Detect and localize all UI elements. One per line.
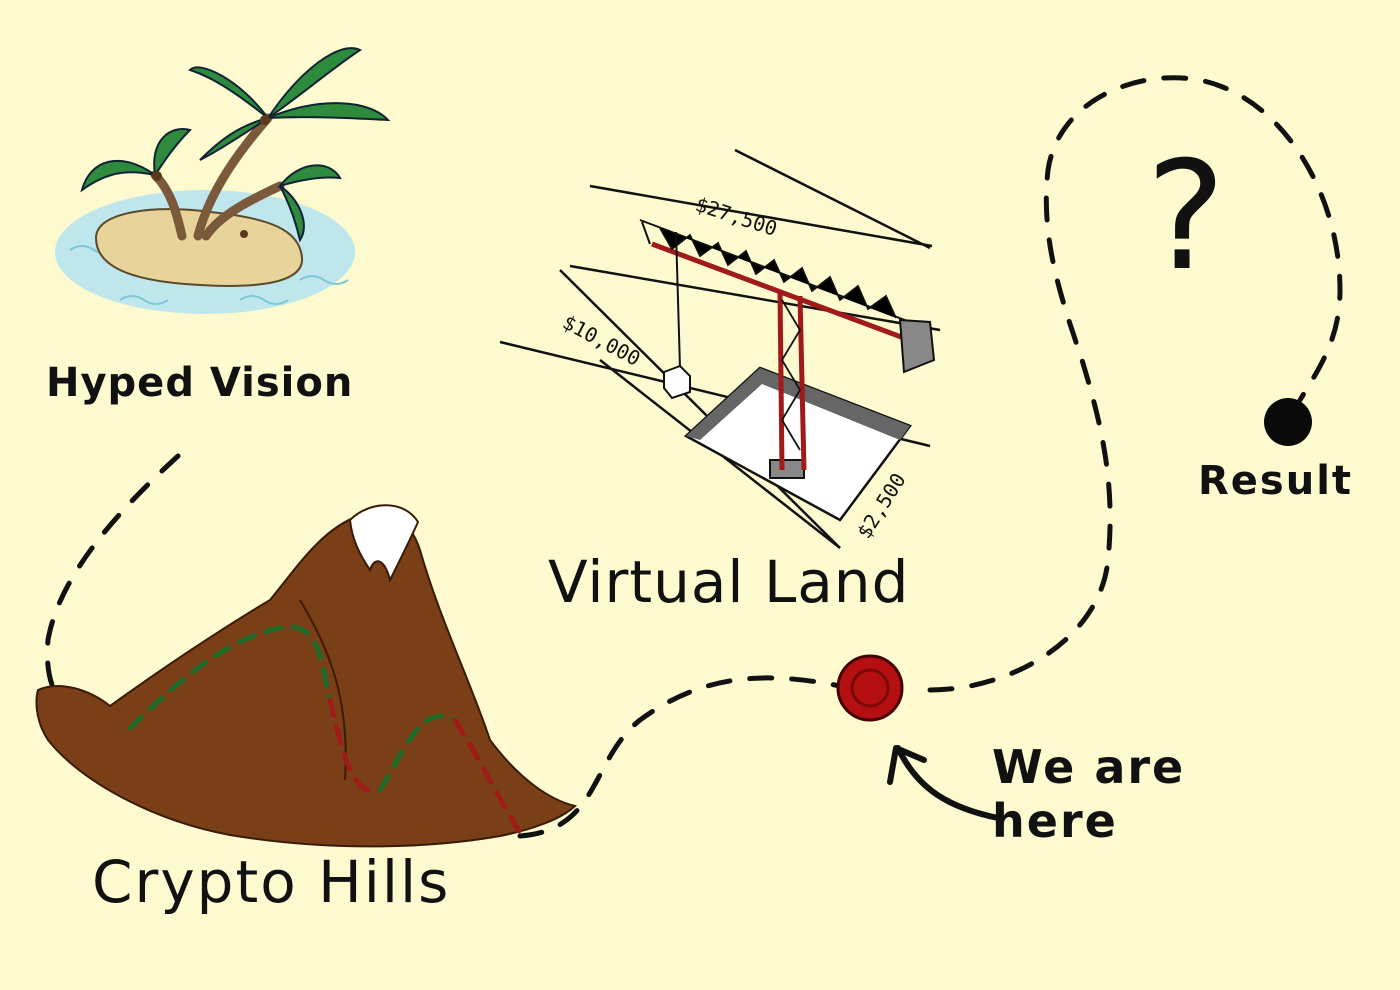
palm-leaves	[80, 47, 391, 243]
we-are-text: We are	[992, 740, 1186, 794]
crypto-hills-label: Crypto Hills	[92, 848, 451, 916]
path-hills-to-here	[517, 675, 843, 839]
curved-arrow-icon	[887, 745, 1001, 821]
path-here-to-result	[927, 75, 1343, 693]
snowy-mountain-icon	[35, 504, 578, 848]
result-label: Result	[1198, 458, 1354, 504]
mountain-body	[35, 511, 578, 848]
construction-crane-icon	[639, 219, 936, 479]
virtual-land-label: Virtual Land	[548, 548, 910, 616]
foundation-pit	[683, 366, 912, 522]
island-sand	[94, 208, 304, 287]
hyped-vision-label: Hyped Vision	[46, 360, 354, 406]
here-text: here	[992, 794, 1118, 849]
palm-island-icon	[55, 47, 391, 314]
result-dot-icon	[1264, 398, 1312, 446]
question-mark: ?	[1146, 130, 1226, 304]
mountain-snow-cap	[348, 504, 420, 583]
you-are-here-marker-icon	[836, 654, 904, 722]
mountain-trail	[127, 624, 525, 839]
we-are-here-label: We are here	[992, 740, 1185, 849]
